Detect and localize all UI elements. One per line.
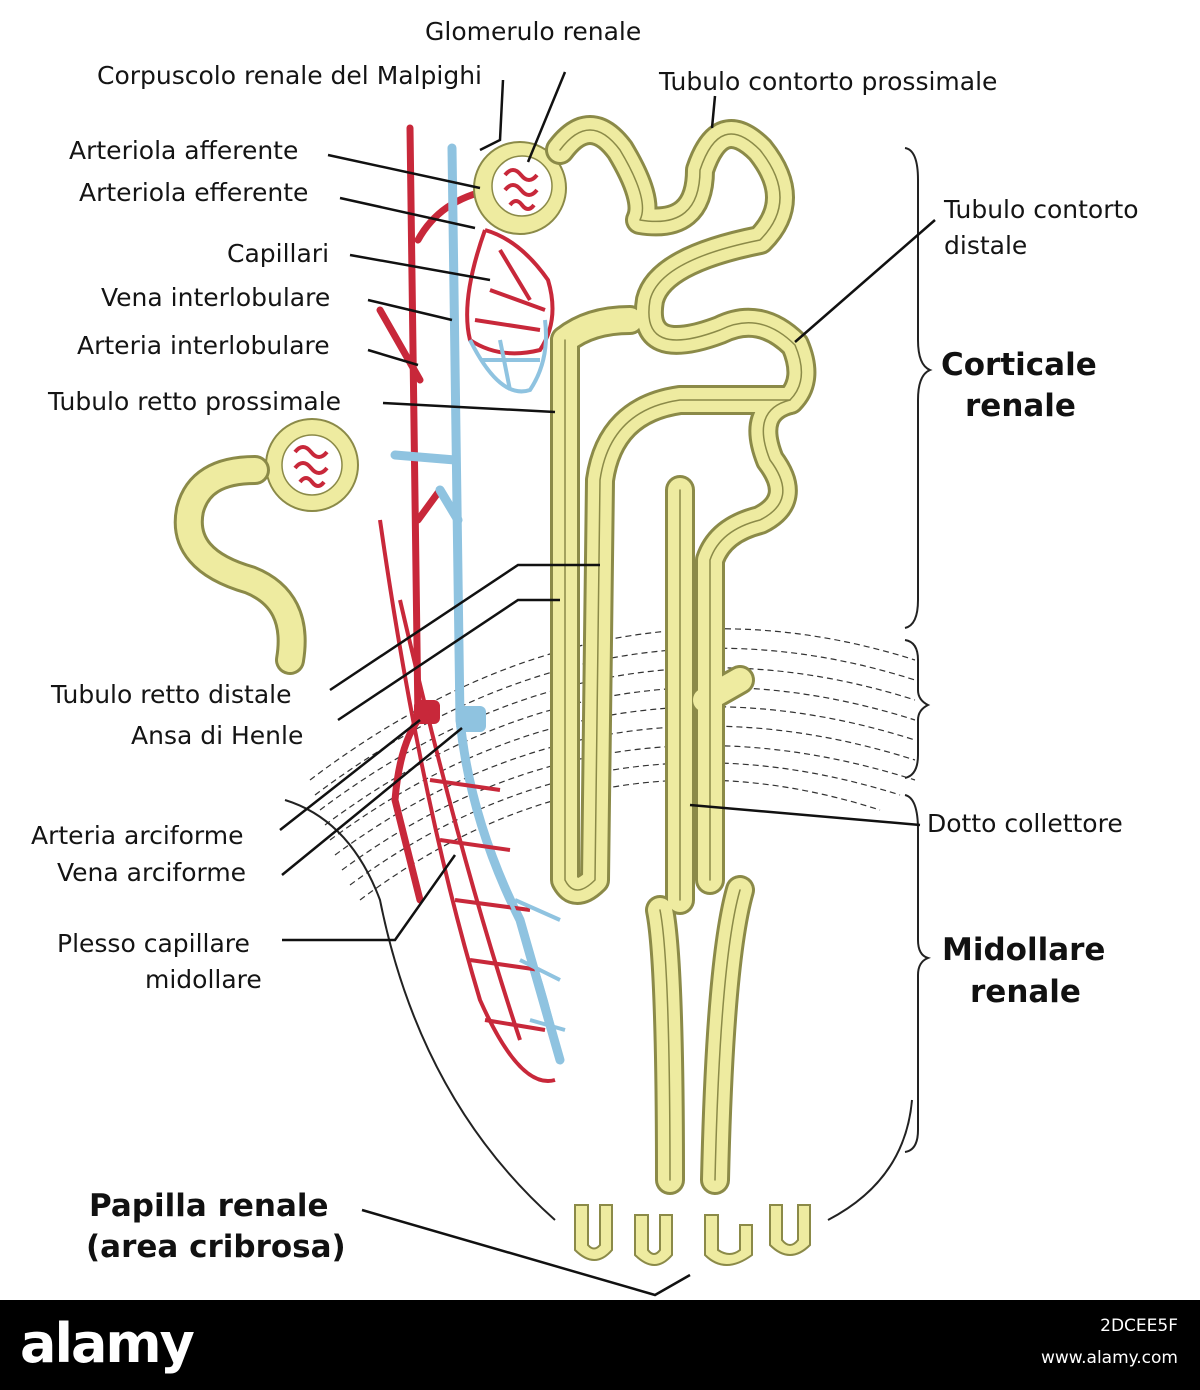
label-plesso-capillare-1: Plesso capillare xyxy=(57,929,250,958)
label-corticale-renale-1: Corticale xyxy=(941,347,1097,383)
label-vena-interlobulare: Vena interlobulare xyxy=(101,283,330,312)
label-tubulo-contorto-prossimale: Tubulo contorto prossimale xyxy=(658,67,997,96)
papilla-ducts xyxy=(574,1204,811,1266)
label-tubulo-retto-prossimale: Tubulo retto prossimale xyxy=(47,387,341,416)
pyramid-outline xyxy=(284,799,556,1221)
label-midollare-renale-1: Midollare xyxy=(942,932,1105,968)
nephron-diagram: Glomerulo renale Corpuscolo renale del M… xyxy=(31,17,1139,1297)
label-arteriola-efferente: Arteriola efferente xyxy=(79,178,308,207)
label-midollare-renale-2: renale xyxy=(970,974,1081,1010)
label-dotto-collettore: Dotto collettore xyxy=(927,809,1123,838)
label-arteria-arciforme: Arteria arciforme xyxy=(31,821,243,850)
label-plesso-capillare-2: midollare xyxy=(145,965,262,994)
glomerulus-top xyxy=(473,141,567,235)
site-url: www.alamy.com xyxy=(1040,1348,1178,1368)
label-papilla-renale-1: Papilla renale xyxy=(89,1188,329,1224)
image-code: 2DCEE5F xyxy=(1100,1316,1178,1336)
brand-logo: alamy xyxy=(20,1312,195,1375)
label-vena-arciforme: Vena arciforme xyxy=(57,858,246,887)
watermark-footer: alamy 2DCEE5F www.alamy.com xyxy=(0,1300,1200,1390)
label-papilla-renale-2: (area cribrosa) xyxy=(86,1229,346,1265)
label-glomerulo-renale: Glomerulo renale xyxy=(425,17,641,46)
label-corticale-renale-2: renale xyxy=(965,388,1076,424)
glomerulus-lower xyxy=(265,418,359,512)
plesso-capillare-net xyxy=(378,519,566,1083)
label-capillari: Capillari xyxy=(227,239,329,268)
label-ansa-di-henle: Ansa di Henle xyxy=(131,721,303,750)
capillari-net xyxy=(465,228,555,394)
label-tubulo-retto-distale: Tubulo retto distale xyxy=(50,680,291,709)
label-tubulo-contorto-distale-1: Tubulo contorto xyxy=(943,195,1139,224)
label-arteria-interlobulare: Arteria interlobulare xyxy=(77,331,330,360)
tubules xyxy=(173,115,817,1195)
label-tubulo-contorto-distale-2: distale xyxy=(944,231,1027,260)
leader-lines xyxy=(279,71,936,1297)
pyramid-outline-right xyxy=(827,1099,913,1221)
label-arteriola-afferente: Arteriola afferente xyxy=(69,136,298,165)
vena-arciforme-node xyxy=(458,706,486,732)
region-braces xyxy=(904,147,933,1153)
label-corpuscolo-renale: Corpuscolo renale del Malpighi xyxy=(97,61,482,90)
